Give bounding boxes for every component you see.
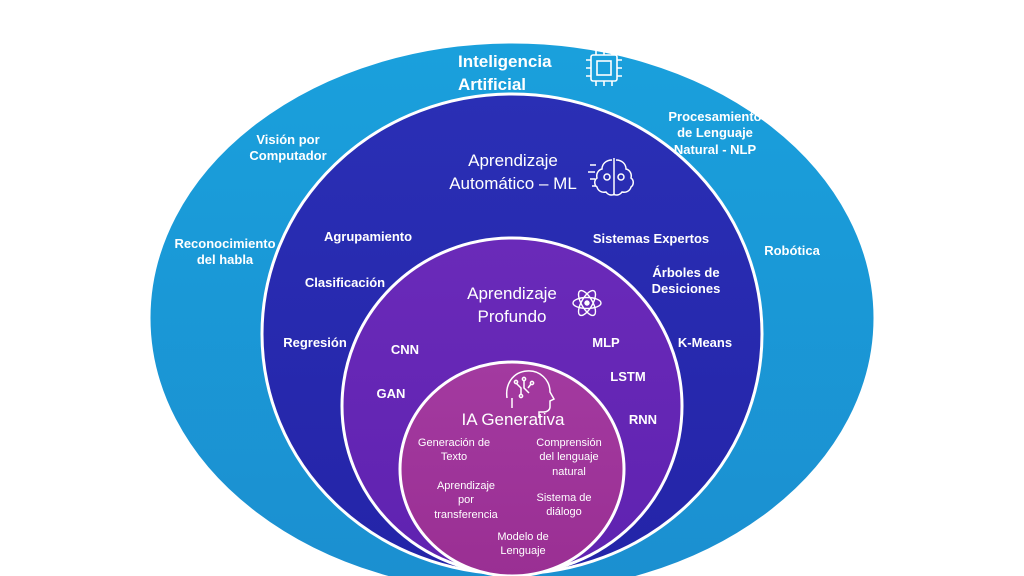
label-text-generation: Generación de Texto [417,437,491,464]
label-gan: GAN [376,386,406,401]
label-expert-systems: Sistemas Expertos [592,231,710,246]
label-robotics: Robótica [764,243,820,258]
label-language-model: Modelo de Lenguaje [497,531,549,558]
dl-title: Aprendizaje Profundo [467,284,557,326]
label-kmeans: K-Means [677,335,733,350]
label-mlp: MLP [592,335,620,350]
ai-title: Inteligencia Artificial [458,52,552,94]
label-classification: Clasificación [304,275,386,290]
ring-gen [398,360,626,576]
cpu-chip-icon [586,50,622,86]
label-cnn: CNN [390,342,420,357]
label-decision-trees: Árboles de Desiciones [651,265,721,297]
label-speech: Reconocimiento del habla [174,236,276,268]
label-rnn: RNN [628,412,658,427]
label-nlp: Procesamiento de Lenguaje Natural - NLP [668,109,762,157]
label-nlu: Comprensión del lenguaje natural [536,437,602,478]
head-circuit-icon [505,370,556,418]
atom-icon [572,289,602,317]
label-vision: Visión por Computador [249,132,327,164]
label-lstm: LSTM [610,369,646,384]
label-dialog-system: Sistema de diálogo [536,492,592,519]
ml-title: Aprendizaje Automático – ML [449,151,577,193]
label-clustering: Agrupamiento [323,229,413,244]
brain-gears-icon [588,158,634,196]
label-regression: Regresión [283,335,347,350]
label-transfer-learning: Aprendizaje por transferencia [434,480,498,521]
gen-title: IA Generativa [461,410,565,429]
